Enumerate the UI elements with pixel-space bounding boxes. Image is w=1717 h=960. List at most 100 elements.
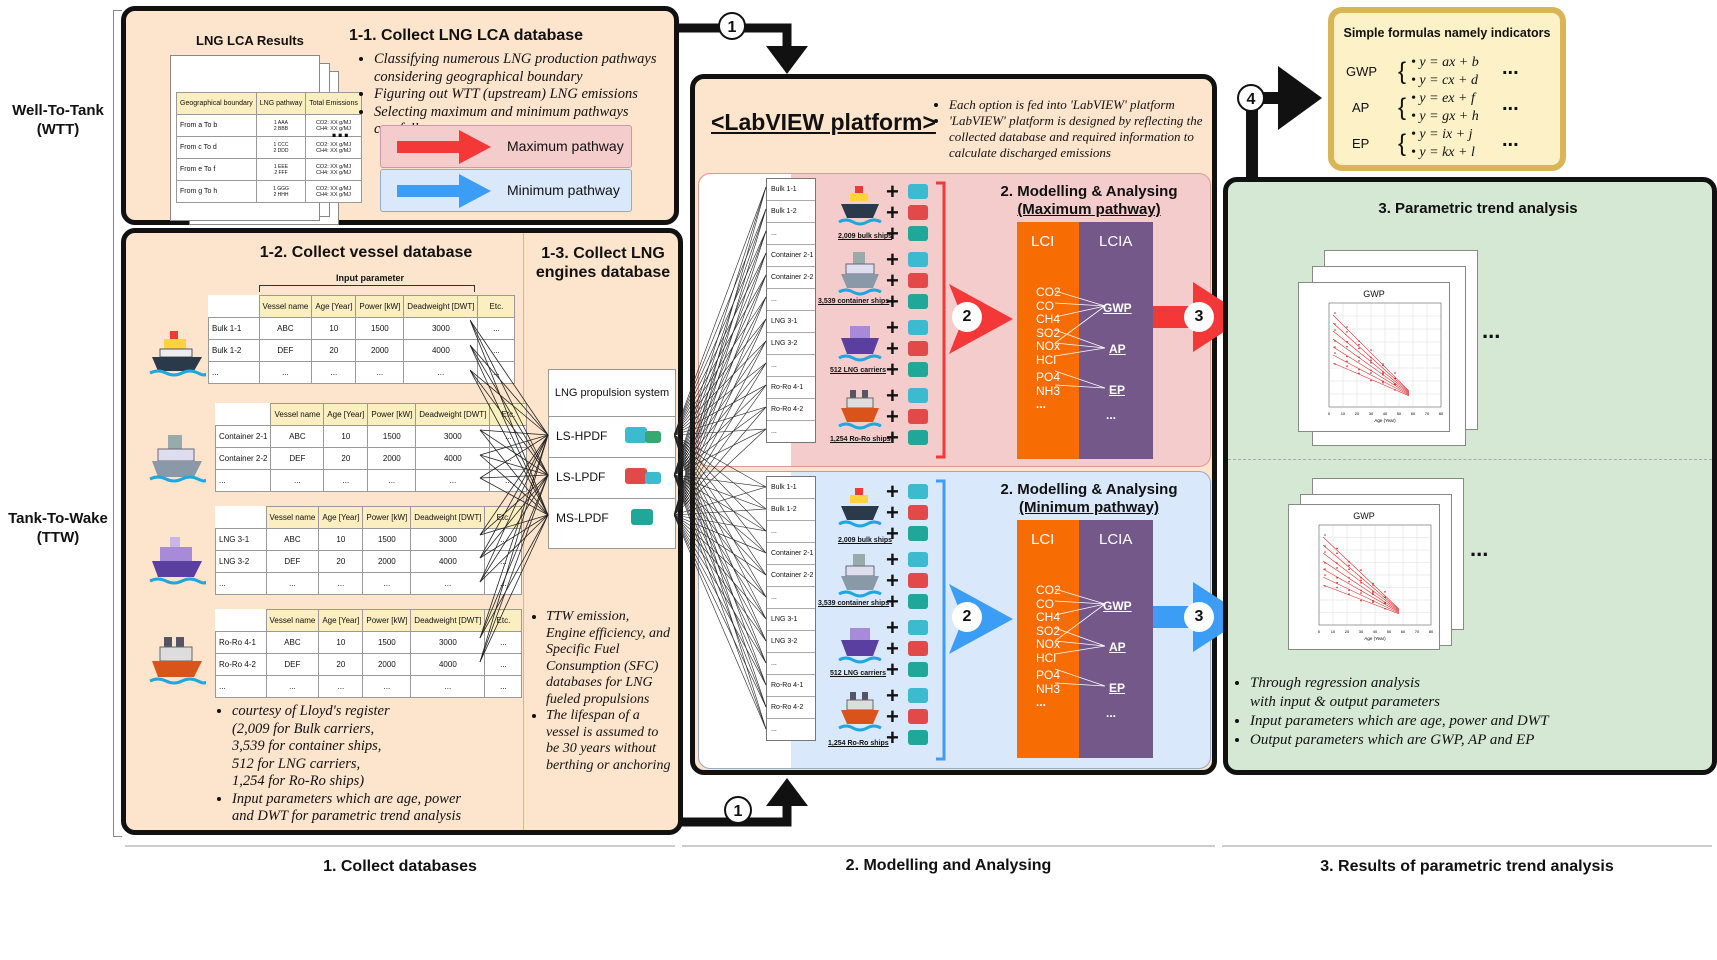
engine-row: LS-LPDF: [549, 458, 675, 499]
propulsion-header: LNG propulsion system: [549, 370, 675, 417]
scatter-point: [1324, 534, 1326, 536]
link-line: [674, 474, 767, 730]
x-tick-label: 50: [1387, 629, 1392, 634]
min-lci-label: LCI: [1031, 531, 1055, 548]
min-ap: AP: [1109, 640, 1126, 654]
bullet: Figuring out WTT (upstream) LNG emission…: [374, 86, 668, 104]
scatter-point: [1324, 568, 1326, 570]
scatter-point: [1358, 372, 1360, 375]
link-line: [674, 514, 767, 554]
regression-line: [1332, 354, 1410, 396]
lng-carrier-icon: [838, 326, 882, 362]
max-lci-label: LCI: [1031, 233, 1055, 250]
scatter-point: [1348, 577, 1350, 579]
scatter-point: [1324, 585, 1326, 587]
scatter-point: [1370, 379, 1372, 382]
scatter-point: [1394, 377, 1396, 380]
scatter-point: [1336, 567, 1338, 569]
scatter-point: [1334, 352, 1336, 354]
link-line: [674, 384, 767, 516]
plus-icon: +: [886, 704, 899, 729]
plus-icon: +: [886, 425, 899, 450]
formula: • y = ix + j: [1411, 127, 1473, 142]
max-title: 2. Modelling & Analysing: [1000, 183, 1178, 200]
min-ep: EP: [1109, 681, 1126, 695]
scatter-point: [1372, 593, 1374, 596]
roro-ship-icon: [838, 390, 882, 430]
scatter-point: [1336, 577, 1338, 579]
link-line: [674, 208, 767, 436]
bulk-ship-icon: [838, 488, 882, 528]
scatter-point: [1348, 564, 1350, 567]
link-line: [674, 474, 767, 708]
link-line: [674, 318, 767, 516]
engine-icon: [908, 594, 928, 609]
min-pathway-box: Minimum pathway: [380, 169, 632, 212]
scatter-point: [1360, 569, 1362, 571]
scatter-point: [1384, 596, 1386, 599]
scatter-point: [1346, 365, 1348, 367]
plus-icon: +: [886, 683, 899, 708]
bullet: Output parameters which are GWP, AP and …: [1250, 731, 1714, 750]
max-gwp: GWP: [1103, 301, 1132, 315]
scatter-point: [1324, 574, 1326, 576]
scatter-point: [1324, 562, 1326, 564]
max-lci-column: [1017, 222, 1079, 459]
engine-label: LS-HPDF: [556, 429, 608, 443]
ship-count-label: 1,254 Ro-Ro ships: [828, 740, 889, 747]
scatter-point: [1370, 349, 1372, 351]
scatter-point: [1382, 380, 1384, 383]
engine-icon: [908, 430, 928, 445]
formula-ellipsis: ...: [1502, 93, 1519, 115]
max-subtitle: (Maximum pathway): [1017, 201, 1161, 218]
link-line: [674, 362, 767, 436]
bullet: TTW emission, Engine efficiency, and Spe…: [546, 609, 672, 708]
engine-row: LS-HPDF: [549, 417, 675, 458]
red-arrow-icon: [397, 130, 491, 164]
engine-label: LS-LPDF: [556, 470, 606, 484]
plus-icon: +: [886, 479, 899, 504]
min-pathway-label: Minimum pathway: [507, 182, 620, 198]
table-row: ..................: [208, 361, 516, 384]
link-line: [674, 428, 767, 516]
plus-icon: +: [886, 521, 899, 546]
link-line: [674, 434, 767, 576]
plus-icon: +: [886, 357, 899, 382]
regression-line: [1332, 330, 1410, 393]
plus-icon: +: [886, 404, 899, 429]
scatter-point: [1348, 560, 1350, 563]
engine-row: MS-LPDF: [549, 499, 675, 539]
scatter-point: [1336, 552, 1338, 555]
scatter-point: [1358, 360, 1360, 362]
formula-indicator: AP: [1352, 100, 1370, 115]
scatter-point: [1334, 312, 1336, 314]
link-line: [674, 514, 767, 598]
ship-count-label: 1,254 Ro-Ro ships: [830, 436, 891, 443]
engine-icon: [908, 362, 928, 377]
scatter-point: [1360, 592, 1362, 594]
link-line: [674, 318, 767, 476]
lng-carrier-icon: [838, 628, 882, 664]
section-1-2-1-3: 1-2. Collect vessel database 1-3. Collec…: [121, 228, 683, 835]
input-parameter-label: Input parameter: [336, 273, 405, 283]
scatter-point: [1348, 568, 1350, 570]
s3-bullets: Through regression analysis with input &…: [1234, 674, 1714, 750]
engine-icon: [625, 427, 647, 443]
wtt-label: Well-To-Tank (WTT): [12, 102, 104, 138]
formula: • y = ex + f: [1411, 91, 1475, 106]
link-line: [674, 434, 767, 532]
engine-icon: [908, 273, 928, 288]
link-line: [674, 230, 767, 516]
link-line: [674, 474, 767, 532]
engine-icon: [908, 641, 928, 656]
